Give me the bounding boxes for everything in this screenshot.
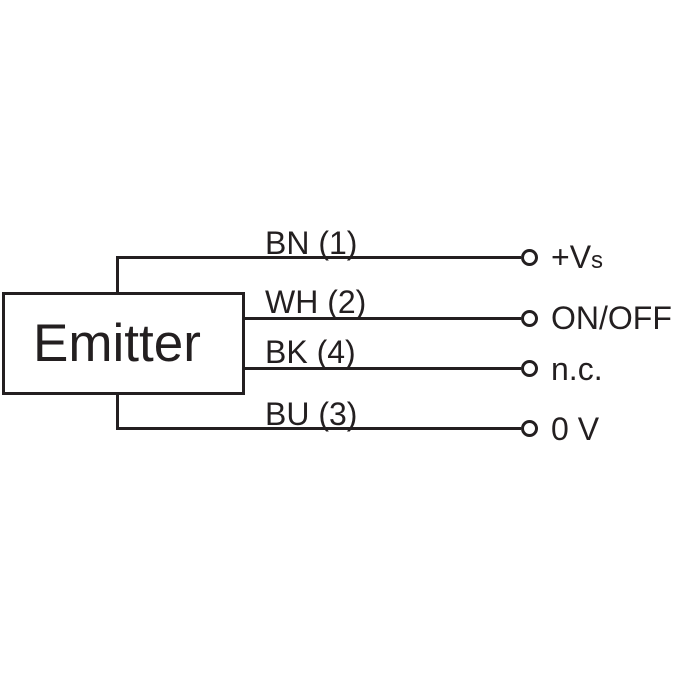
wire-bn [116, 256, 521, 259]
wire-bn-vertical-segment [116, 256, 119, 295]
terminal-circle-icon [521, 310, 538, 327]
terminal-circle-icon [521, 249, 538, 266]
wire-wh [242, 317, 521, 320]
emitter-box: Emitter [2, 292, 245, 395]
wire-label-bn: BN (1) [265, 225, 358, 261]
wire-label-bu: BU (3) [265, 396, 358, 432]
wire-bk [242, 367, 521, 370]
terminal-label-vs-subscript: s [591, 247, 604, 274]
wire-label-wh: WH (2) [265, 284, 367, 320]
terminal-circle-icon [521, 360, 538, 377]
terminal-label-0v: 0 V [551, 411, 600, 447]
emitter-label: Emitter [33, 314, 201, 373]
terminal-label-vs-main: +V [551, 239, 592, 275]
terminal-label-nc: n.c. [551, 351, 603, 387]
wire-bu [116, 427, 521, 430]
terminal-label-vs: +Vs [551, 240, 603, 278]
terminal-circle-icon [521, 420, 538, 437]
terminal-label-onoff: ON/OFF [551, 300, 672, 336]
wire-label-bk: BK (4) [265, 334, 356, 370]
wire-bu-vertical-segment [116, 393, 119, 430]
